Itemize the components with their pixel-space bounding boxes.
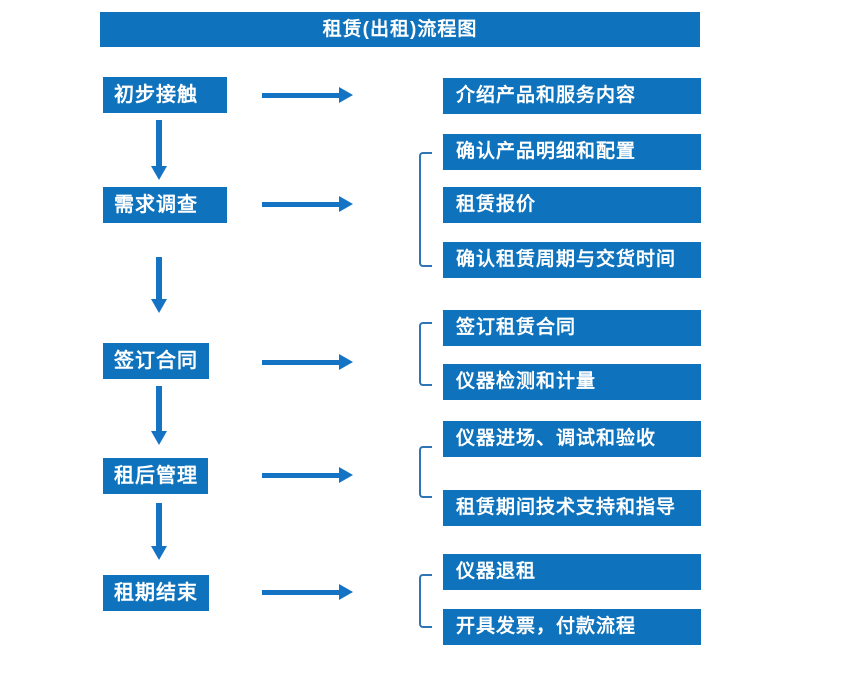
detail-confirm-rental-period: 确认租赁周期与交货时间 [443, 242, 701, 278]
arrow-down-icon [151, 257, 167, 313]
arrow-right-icon [262, 196, 353, 212]
detail-introduce-products: 介绍产品和服务内容 [443, 78, 701, 114]
detail-rental-quote: 租赁报价 [443, 187, 701, 223]
group-bracket-icon [419, 446, 432, 498]
detail-instrument-setup: 仪器进场、调试和验收 [443, 421, 701, 457]
arrow-right-icon [262, 87, 353, 103]
step-sign-contract: 签订合同 [103, 343, 209, 379]
group-bracket-icon [419, 322, 432, 386]
detail-instrument-return: 仪器退租 [443, 554, 701, 590]
group-bracket-icon [419, 574, 432, 628]
arrow-right-icon [262, 584, 353, 600]
detail-confirm-product-details: 确认产品明细和配置 [443, 134, 701, 170]
arrow-down-icon [151, 386, 167, 445]
step-requirement-survey: 需求调查 [103, 187, 227, 223]
step-post-rental-management: 租后管理 [103, 458, 208, 494]
step-rental-end: 租期结束 [103, 575, 209, 611]
arrow-right-icon [262, 354, 353, 370]
arrow-right-icon [262, 467, 353, 483]
detail-sign-rental-contract: 签订租赁合同 [443, 310, 701, 346]
group-bracket-icon [419, 152, 432, 267]
detail-technical-support: 租赁期间技术支持和指导 [443, 490, 701, 526]
flowchart-title: 租赁(出租)流程图 [100, 12, 700, 47]
arrow-down-icon [151, 120, 167, 180]
arrow-down-icon [151, 503, 167, 560]
detail-instrument-testing: 仪器检测和计量 [443, 364, 701, 400]
detail-invoice-payment: 开具发票，付款流程 [443, 609, 701, 645]
step-initial-contact: 初步接触 [103, 77, 227, 113]
